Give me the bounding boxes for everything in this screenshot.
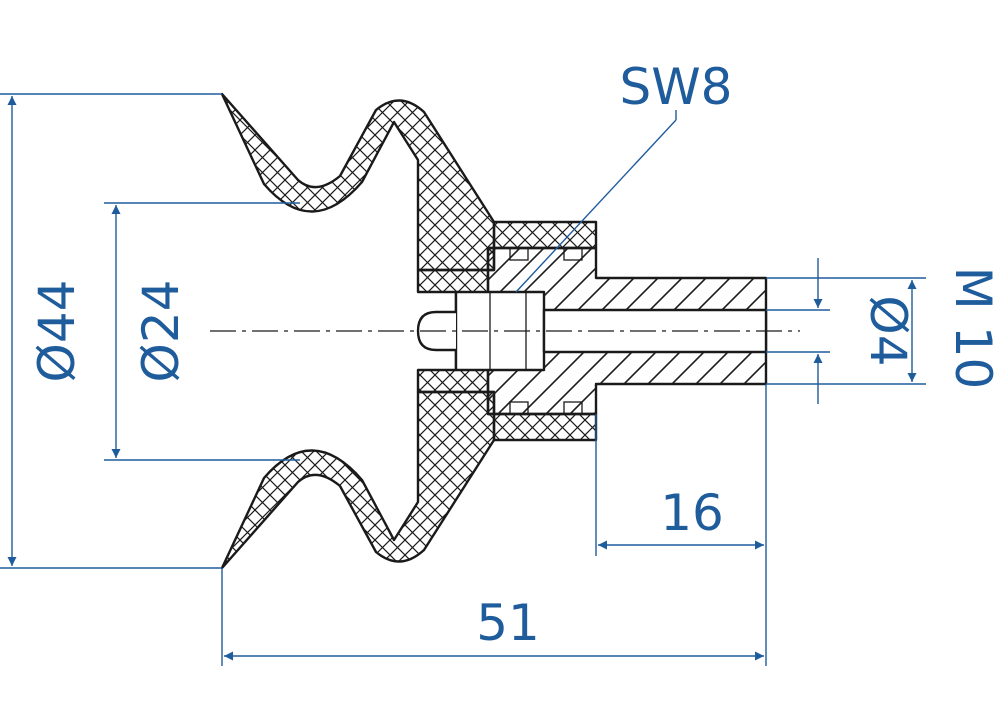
dimension-wrench-size: SW8: [515, 58, 733, 293]
dimension-bore: Ø4: [766, 258, 917, 404]
lower-bellows-section: [220, 390, 496, 570]
retaining-groove: [509, 247, 529, 261]
dimension-thread-length: 16: [595, 384, 767, 666]
upper-bellows-section: [220, 92, 496, 272]
inner-diameter-label: Ø24: [132, 280, 190, 383]
dimensions: Ø44 Ø24 SW8 Ø4 M 10: [0, 58, 1000, 666]
dimension-total-length: 51: [221, 568, 764, 666]
thread-length-label: 16: [660, 484, 724, 542]
retaining-groove: [509, 401, 529, 415]
total-length-label: 51: [476, 594, 540, 652]
dimension-inner-diameter: Ø24: [104, 202, 300, 461]
wrench-size-label: SW8: [620, 58, 733, 116]
outer-diameter-label: Ø44: [28, 280, 86, 383]
retaining-groove: [563, 401, 583, 415]
thread-label: M 10: [944, 267, 1000, 390]
dimension-outer-diameter: Ø44: [0, 93, 222, 569]
dimension-thread: M 10: [766, 267, 1000, 390]
bore-label: Ø4: [859, 295, 917, 366]
retaining-groove: [563, 247, 583, 261]
